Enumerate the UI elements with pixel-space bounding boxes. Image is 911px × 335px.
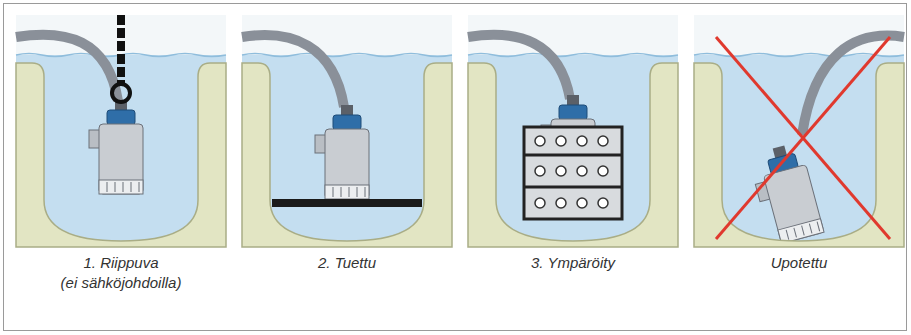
caption-label: 2. Tuettu <box>318 254 376 272</box>
caption-label: Upotettu <box>771 254 828 272</box>
caption-label: 3. Ympäröity <box>531 254 615 272</box>
caption-label: (ei sähköjohdoilla) <box>61 274 182 292</box>
caption-label: 1. Riippuva <box>83 254 158 272</box>
